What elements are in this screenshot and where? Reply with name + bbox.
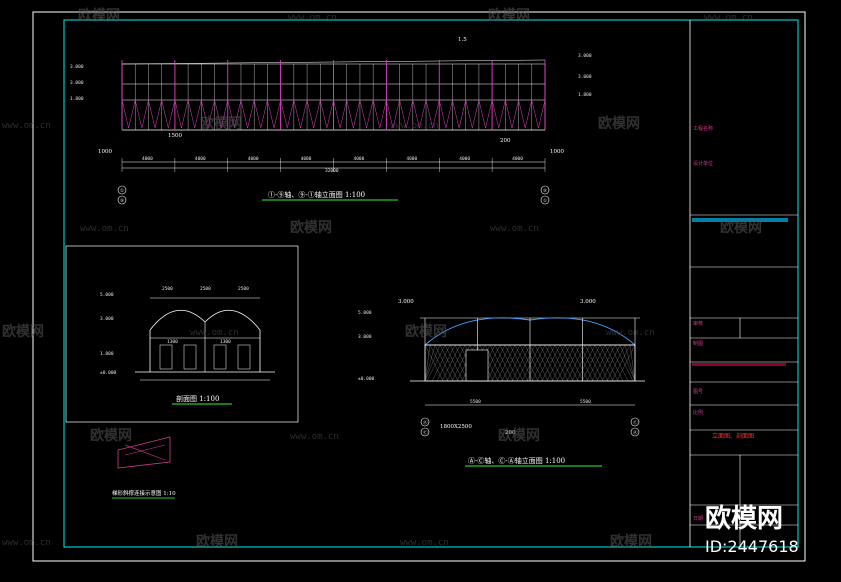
- section-title: 剖面图 1:100: [176, 394, 219, 403]
- top-span-label: 4000: [354, 156, 365, 162]
- watermark-brand: 欧模网: [290, 219, 332, 236]
- watermark-id: ID:2447618: [705, 537, 799, 556]
- top-span-label: 4000: [195, 156, 206, 162]
- bottom-elevation: 3.000 3.000 5.000 3.000 ±0.000 1800X2500…: [358, 299, 645, 467]
- top-elevation-title: ①-⑨轴、⑨-①轴立面图 1:100: [268, 190, 365, 199]
- bottom-span-1: 5500: [580, 399, 591, 405]
- top-note-1: 1500: [168, 133, 182, 139]
- top-level-4: 3.000: [578, 74, 592, 80]
- top-level-2: 1.800: [70, 96, 84, 102]
- bottom-axis-right-b: Ⓐ: [633, 429, 638, 436]
- watermark-url: www.om.cn: [490, 224, 539, 234]
- top-level-5: 1.800: [578, 92, 592, 98]
- bottom-note-1: 200: [505, 430, 516, 436]
- watermark-brand: 欧模网: [488, 7, 530, 24]
- top-note-3: 1000: [98, 149, 112, 155]
- watermark-brand: 欧模网: [610, 533, 652, 550]
- top-span-label: 4000: [406, 156, 417, 162]
- top-level-1: 3.000: [70, 80, 84, 86]
- watermark-brand: 欧模网: [598, 115, 640, 132]
- top-span-label: 4000: [301, 156, 312, 162]
- section-span-2: 2500: [238, 286, 249, 292]
- top-total-dim: 32000: [325, 168, 339, 174]
- top-note-4: 1000: [550, 149, 564, 155]
- title-block-drawing-name: 立面图、剖面图: [712, 432, 754, 440]
- watermark-url: www.om.cn: [390, 121, 439, 131]
- watermark-brand: 欧模网: [720, 219, 762, 236]
- title-block: 工程名称 设计单位 审核 制图 图号 比例 日期 立面图、剖面图: [689, 20, 798, 547]
- top-span-label: 4000: [142, 156, 153, 162]
- bottom-axis-left-a: Ⓐ: [423, 419, 428, 426]
- title-block-row-4: 图号: [693, 389, 703, 395]
- section-frame: [65, 245, 299, 423]
- detail-drawing: 梯形斜撑连接示意图 1:10: [112, 436, 176, 499]
- top-elevation: 4000 4000 4000 4000 4000 4000 4000 4000 32000 3…: [70, 37, 592, 205]
- watermark-url: www.om.cn: [400, 538, 449, 548]
- watermark-url: www.om.cn: [190, 328, 239, 338]
- watermark-url: www.om.cn: [2, 121, 51, 131]
- top-note-2: 200: [500, 138, 511, 144]
- section-level-3: ±0.000: [100, 370, 117, 376]
- bottom-level-4: ±0.000: [358, 376, 375, 382]
- watermark-brand-large: 欧模网: [705, 503, 783, 534]
- inner-frame: [63, 19, 799, 548]
- section-level-1: 3.000: [100, 316, 114, 322]
- bottom-level-2: 5.000: [358, 310, 372, 316]
- section-level-2: 1.800: [100, 351, 114, 357]
- title-block-row-1: 设计单位: [693, 160, 713, 167]
- section-inner-1: 1300: [220, 339, 231, 345]
- top-axis-right-b: ①: [543, 198, 548, 204]
- section-inner-0: 1300: [167, 339, 178, 345]
- watermark-url: www.om.cn: [290, 432, 339, 442]
- top-axis-left-b: ⑨: [120, 198, 125, 204]
- watermark-brand: 欧模网: [2, 323, 44, 340]
- watermark-brand: 欧模网: [200, 115, 242, 132]
- title-block-row-3: 制图: [693, 340, 703, 347]
- top-span-label: 4000: [512, 156, 523, 162]
- bottom-note-0: 1800X2500: [440, 424, 472, 430]
- watermark-url: www.om.cn: [80, 224, 129, 234]
- watermark-brand: 欧模网: [90, 427, 132, 444]
- section-drawing: 5.000 3.000 1.800 ±0.000 2500 2500 2500 …: [100, 286, 275, 405]
- watermark-brand: 欧模网: [498, 427, 540, 444]
- top-axis-right-a: ⑨: [543, 188, 548, 194]
- top-span-label: 4000: [248, 156, 259, 162]
- watermark-url: www.om.cn: [288, 13, 337, 23]
- watermark-url: www.om.cn: [606, 328, 655, 338]
- top-level-0: 3.000: [70, 64, 84, 70]
- top-span-label: 4000: [459, 156, 470, 162]
- title-block-row-5: 比例: [693, 409, 703, 416]
- title-block-row-2: 审核: [693, 320, 703, 327]
- top-axis-left-a: ①: [120, 188, 125, 194]
- watermark-brand: 欧模网: [405, 323, 447, 340]
- bottom-elevation-title: Ⓐ-Ⓒ轴、Ⓒ-Ⓐ轴立面图 1:100: [468, 456, 565, 465]
- title-block-row-0: 工程名称: [693, 125, 713, 132]
- watermark-url: www.om.cn: [2, 538, 51, 548]
- section-span-1: 2500: [200, 286, 211, 292]
- bottom-level-3: 3.000: [358, 334, 372, 340]
- top-note-0: 1.5: [458, 37, 467, 43]
- top-level-3: 3.000: [578, 53, 592, 59]
- watermark-url: www.om.cn: [704, 13, 753, 23]
- title-block-row-6: 日期: [693, 516, 703, 522]
- detail-title: 梯形斜撑连接示意图 1:10: [112, 489, 176, 497]
- watermark-brand: 欧模网: [196, 533, 238, 550]
- bottom-level-0: 3.000: [398, 299, 414, 305]
- bottom-axis-right-a: Ⓒ: [633, 419, 638, 426]
- section-level-0: 5.000: [100, 292, 114, 298]
- bottom-level-1: 3.000: [580, 299, 596, 305]
- outer-frame: [32, 11, 806, 562]
- bottom-span-0: 5500: [470, 399, 481, 405]
- watermarks: 欧模网 www.om.cn 欧模网 www.om.cn www.om.cn 欧模…: [2, 7, 762, 550]
- watermark-brand: 欧模网: [78, 7, 120, 24]
- section-span-0: 2500: [162, 286, 173, 292]
- bottom-axis-left-b: Ⓒ: [423, 429, 428, 436]
